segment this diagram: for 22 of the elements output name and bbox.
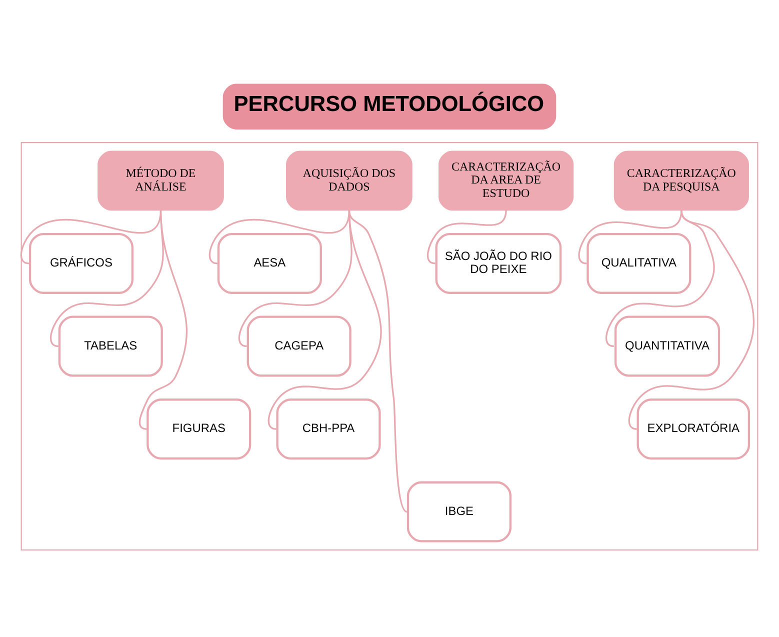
node-box: QUANTITATIVA bbox=[614, 315, 720, 376]
node-box: CBH-PPA bbox=[276, 398, 381, 460]
diagram-title: PERCURSO METODOLÓGICO bbox=[234, 90, 544, 116]
node-box: CARACTERIZAÇÃO DA AREA DE ESTUDO bbox=[438, 150, 574, 210]
connector bbox=[578, 209, 682, 264]
node-box: MÉTODO DE ANÁLISE bbox=[98, 150, 224, 210]
node-box: TABELAS bbox=[58, 315, 163, 376]
node-box: CARACTERIZAÇÃO DA PESQUISA bbox=[614, 150, 749, 210]
connector bbox=[628, 209, 754, 430]
connector bbox=[605, 209, 715, 347]
node-box: SÃO JOÃO DO RIO DO PEIXE bbox=[435, 232, 562, 294]
connector bbox=[138, 210, 188, 430]
node-box: CAGEPA bbox=[246, 315, 352, 376]
node-box: GRÁFICOS bbox=[28, 232, 134, 294]
node-box: QUALITATIVA bbox=[586, 232, 692, 294]
node-box: AQUISIÇÃO DOS DADOS bbox=[286, 150, 412, 210]
node-box: EXPLORATÓRIA bbox=[636, 398, 750, 460]
node-box: FIGURAS bbox=[146, 398, 252, 460]
node-box: AESA bbox=[217, 232, 322, 294]
node-box: IBGE bbox=[406, 480, 512, 542]
connector bbox=[426, 209, 507, 264]
connector bbox=[348, 209, 408, 512]
